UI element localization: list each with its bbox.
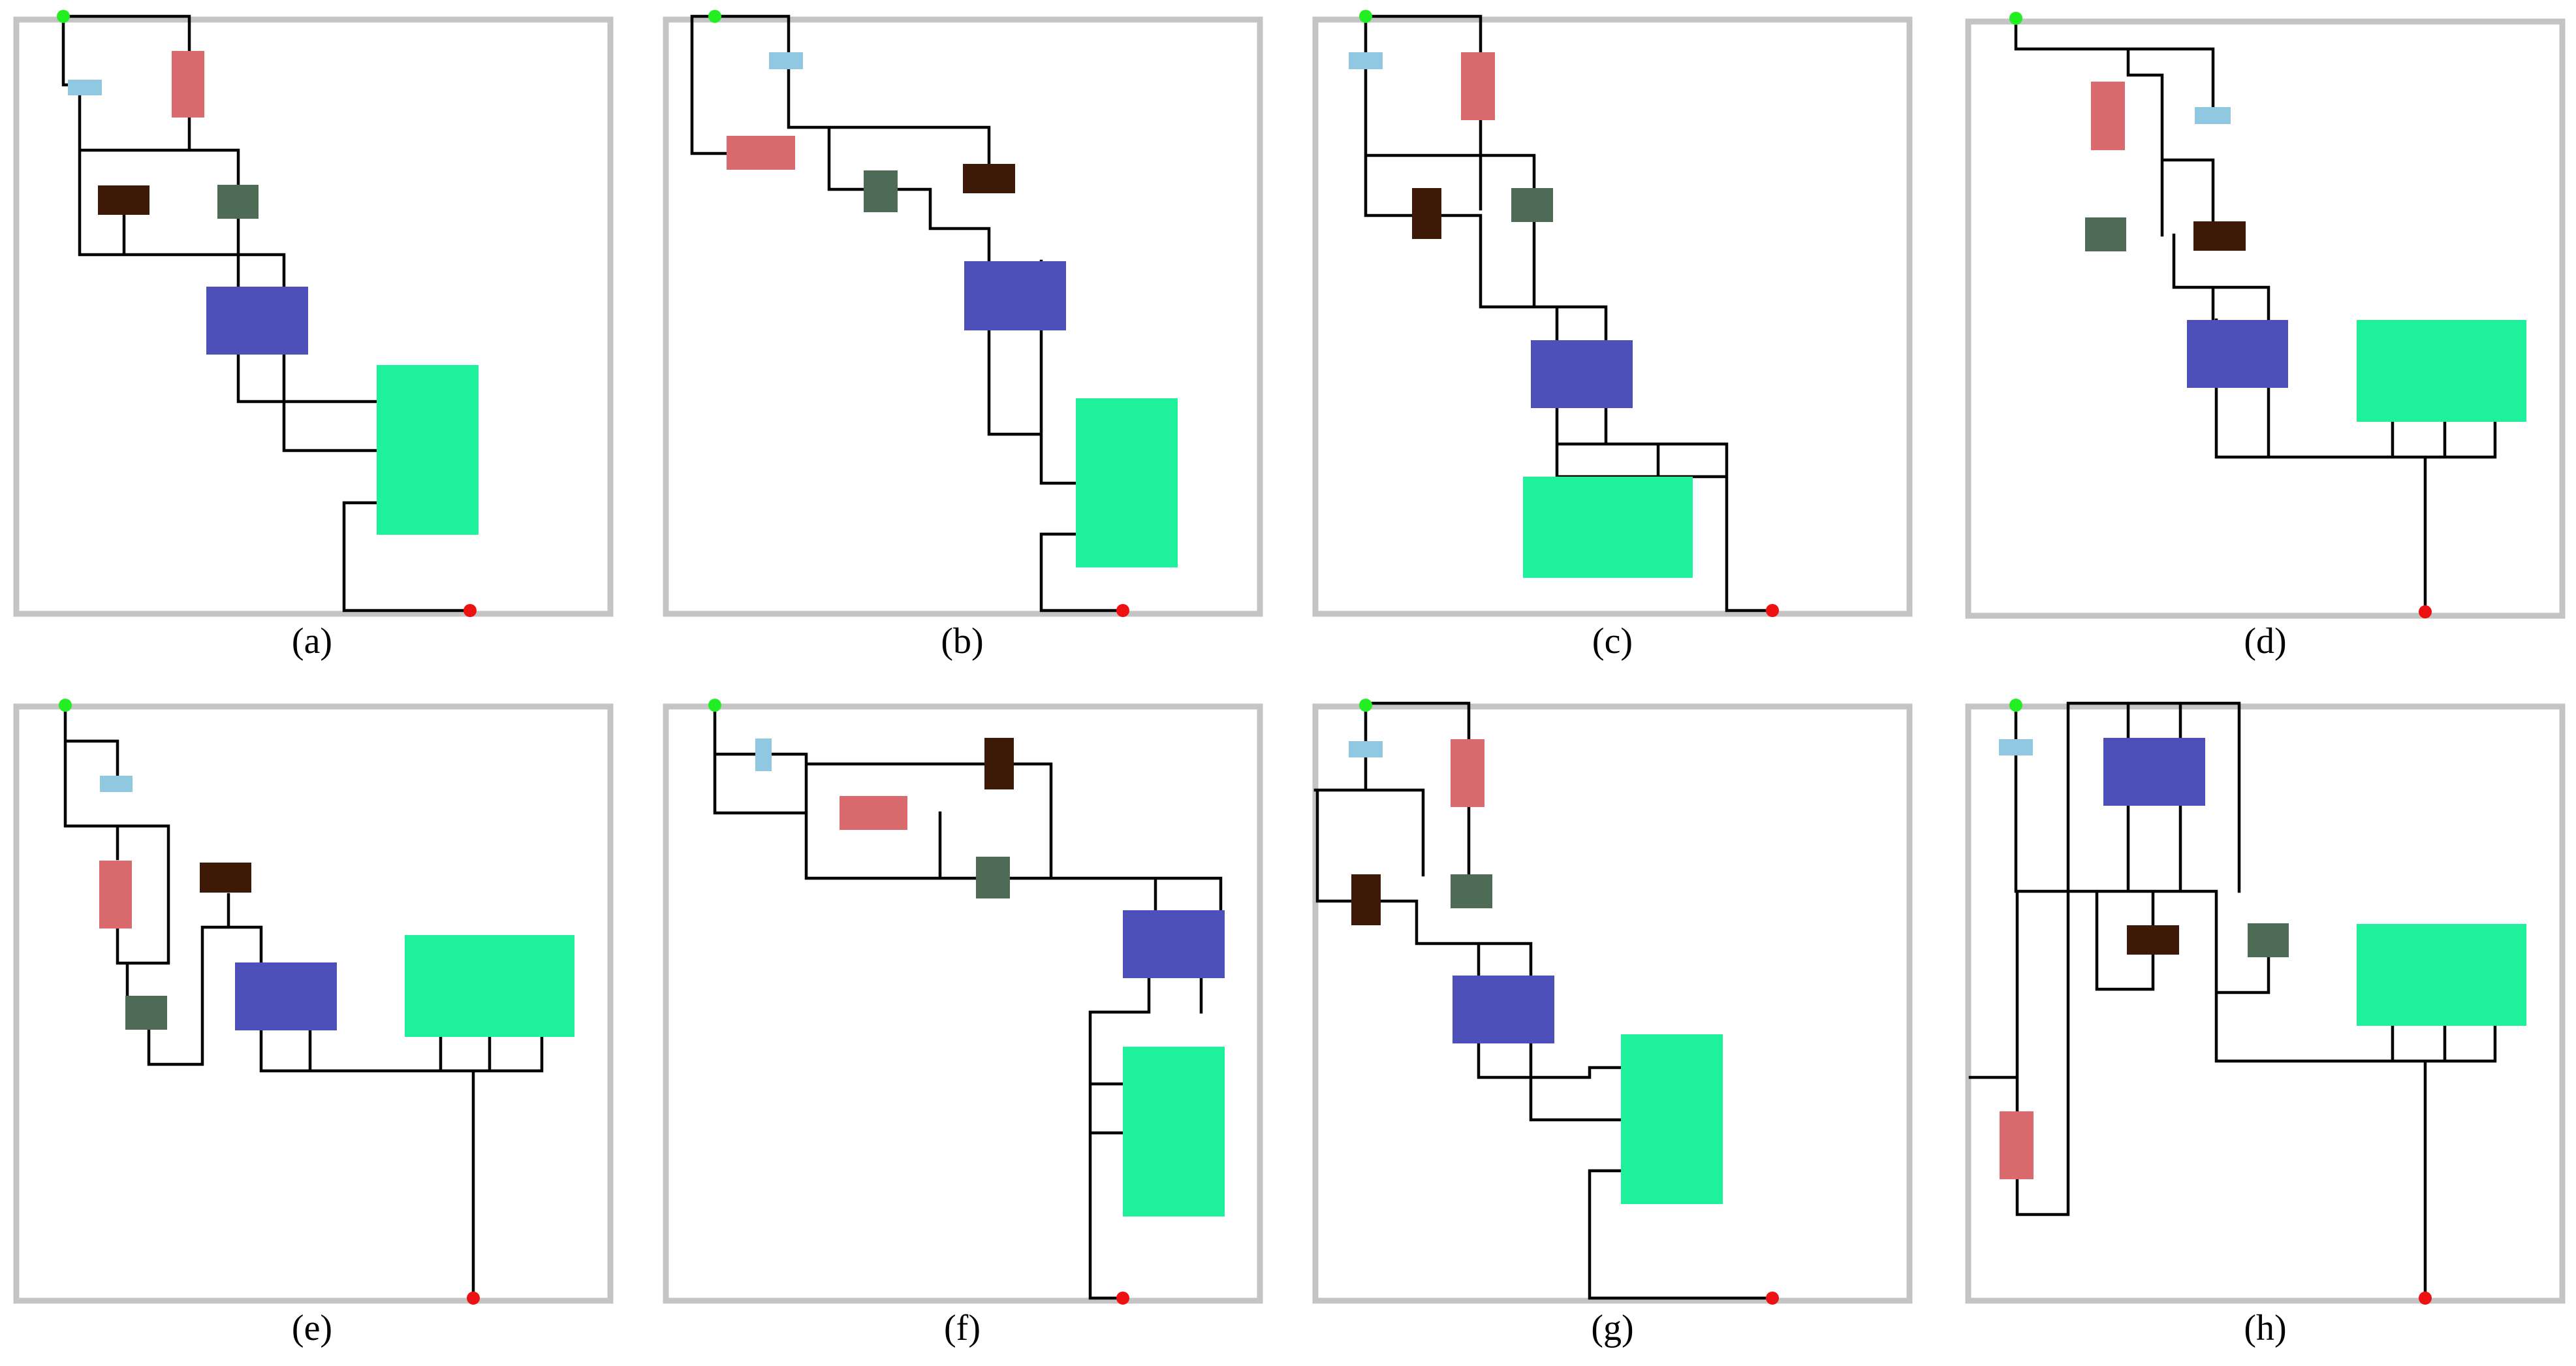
panel-b: (b) xyxy=(663,10,1263,661)
block-dark-green xyxy=(217,185,259,219)
block-dark-green xyxy=(864,170,898,212)
start-terminal xyxy=(1359,10,1372,23)
block-blue xyxy=(1453,976,1554,1043)
block-mint xyxy=(1123,1047,1225,1216)
block-light-blue xyxy=(1999,739,2033,755)
block-dark-brown xyxy=(1412,188,1441,239)
block-mint xyxy=(1076,398,1178,567)
frame-h xyxy=(1965,703,2566,1304)
panel-g: (g) xyxy=(1312,699,1913,1348)
block-blue xyxy=(206,287,308,355)
panel-label-h: (h) xyxy=(2244,1308,2286,1348)
block-pink xyxy=(1461,52,1495,120)
block-mint xyxy=(405,935,574,1037)
panel-d: (d) xyxy=(1965,12,2566,661)
end-terminal xyxy=(2419,605,2432,618)
start-terminal xyxy=(2009,699,2022,712)
start-terminal xyxy=(57,10,70,23)
wires-e xyxy=(63,701,544,1300)
panel-a: (a) xyxy=(13,10,614,661)
frame-c xyxy=(1312,16,1913,617)
end-terminal xyxy=(1766,604,1779,617)
frame-e xyxy=(13,703,614,1304)
panel-f: (f) xyxy=(663,699,1263,1348)
block-dark-green xyxy=(1451,874,1492,908)
frame-a xyxy=(13,16,614,617)
wires-d xyxy=(2014,16,2497,612)
panel-e: (e) xyxy=(13,699,614,1348)
wires-b xyxy=(690,14,1125,612)
frame-b xyxy=(663,16,1263,617)
block-dark-brown xyxy=(200,863,251,893)
block-blue xyxy=(1531,340,1633,408)
block-blue xyxy=(235,962,337,1030)
block-dark-green xyxy=(125,996,167,1030)
block-pink xyxy=(172,51,204,118)
block-pink xyxy=(840,796,907,830)
frame-g xyxy=(1312,703,1913,1304)
panel-label-c: (c) xyxy=(1592,621,1633,661)
block-light-blue xyxy=(1349,52,1383,69)
frame-f xyxy=(663,703,1263,1304)
block-light-blue xyxy=(755,739,772,771)
block-dark-green xyxy=(1511,188,1553,222)
block-light-blue xyxy=(68,80,102,95)
start-terminal xyxy=(708,10,721,23)
block-dark-brown xyxy=(984,738,1014,789)
panel-label-g: (g) xyxy=(1591,1308,1633,1348)
block-light-blue xyxy=(2195,107,2231,124)
end-terminal xyxy=(2419,1292,2432,1305)
end-terminal xyxy=(463,604,477,617)
block-dark-green xyxy=(2085,217,2126,251)
block-mint xyxy=(2357,320,2526,422)
block-pink xyxy=(2000,1111,2034,1179)
panel-h: (h) xyxy=(1965,699,2566,1348)
block-dark-brown xyxy=(963,164,1015,193)
block-dark-brown xyxy=(2127,925,2179,955)
block-dark-green xyxy=(2248,923,2289,957)
block-pink xyxy=(1451,739,1484,807)
block-mint xyxy=(1621,1034,1723,1204)
start-terminal xyxy=(1359,699,1372,712)
block-pink xyxy=(99,861,132,929)
block-blue xyxy=(964,261,1066,330)
start-terminal xyxy=(59,699,72,712)
block-dark-green xyxy=(976,857,1010,898)
panel-label-a: (a) xyxy=(292,621,332,661)
panel-label-d: (d) xyxy=(2244,621,2286,661)
block-dark-brown xyxy=(98,185,149,215)
start-terminal xyxy=(2009,12,2022,25)
end-terminal xyxy=(1766,1292,1779,1305)
block-light-blue xyxy=(100,776,133,792)
block-blue xyxy=(2187,320,2288,388)
block-mint xyxy=(1523,477,1693,578)
block-light-blue xyxy=(769,52,803,69)
block-mint xyxy=(2357,924,2526,1026)
end-terminal xyxy=(467,1292,480,1305)
block-mint xyxy=(377,365,479,535)
frame-d xyxy=(1965,18,2566,619)
block-pink xyxy=(727,136,795,170)
panel-label-b: (b) xyxy=(941,621,983,661)
panel-label-e: (e) xyxy=(292,1308,332,1348)
block-dark-brown xyxy=(1351,874,1381,925)
block-light-blue xyxy=(1349,741,1383,757)
end-terminal xyxy=(1116,1292,1129,1305)
block-blue xyxy=(2103,738,2205,806)
start-terminal xyxy=(708,699,721,712)
wires-f xyxy=(713,701,1223,1300)
panel-c: (c) xyxy=(1312,10,1913,661)
end-terminal xyxy=(1116,604,1129,617)
block-dark-brown xyxy=(2193,221,2246,251)
block-pink xyxy=(2091,82,2125,150)
panel-label-f: (f) xyxy=(944,1308,981,1348)
block-blue xyxy=(1123,910,1225,978)
